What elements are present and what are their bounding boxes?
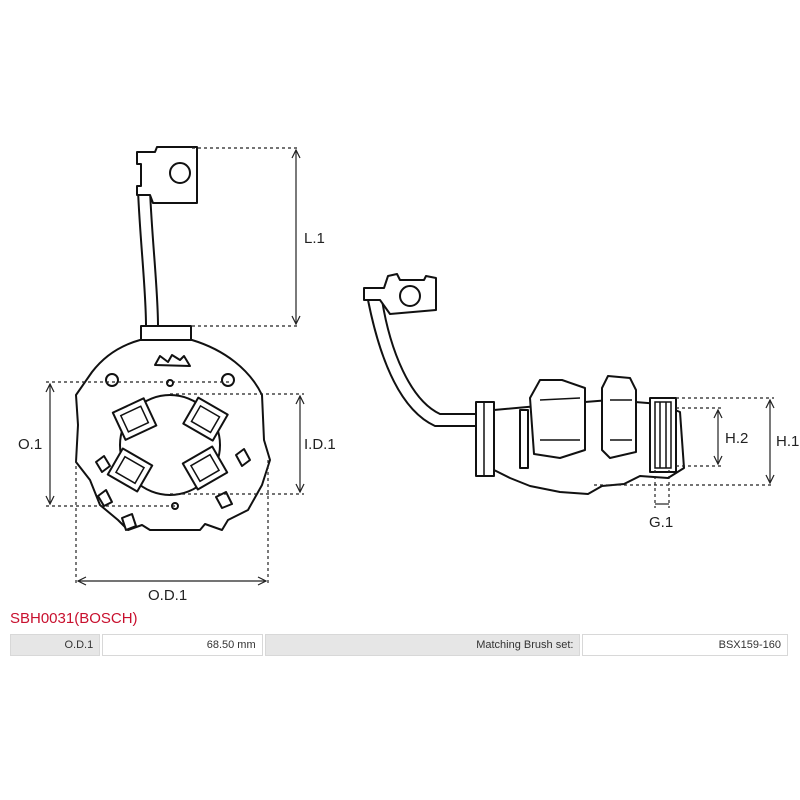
dim-label-id1: I.D.1: [304, 436, 336, 453]
matching-brush-set-value: BSX159-160: [582, 634, 788, 656]
table-row: O.D.1 68.50 mm Matching Brush set: BSX15…: [10, 634, 788, 656]
od1-label: O.D.1: [10, 634, 101, 656]
dim-label-o1: O.1: [18, 436, 42, 453]
matching-brush-set-label: Matching Brush set:: [264, 634, 581, 656]
technical-drawing: L.1 O.1 I.D.1 O.D.1 H.2 H.1 G.1: [18, 146, 799, 604]
spec-table: O.D.1 68.50 mm Matching Brush set: BSX15…: [8, 632, 790, 658]
od1-value: 68.50 mm: [102, 634, 263, 656]
dim-label-h2: H.2: [725, 430, 748, 447]
dim-label-g1: G.1: [649, 514, 673, 531]
dim-label-h1: H.1: [776, 433, 799, 450]
side-view: [363, 273, 775, 508]
part-title: SBH0031(BOSCH): [10, 610, 138, 627]
front-view: [45, 146, 305, 586]
dim-label-l1: L.1: [304, 230, 325, 247]
dim-label-od1: O.D.1: [148, 587, 187, 604]
